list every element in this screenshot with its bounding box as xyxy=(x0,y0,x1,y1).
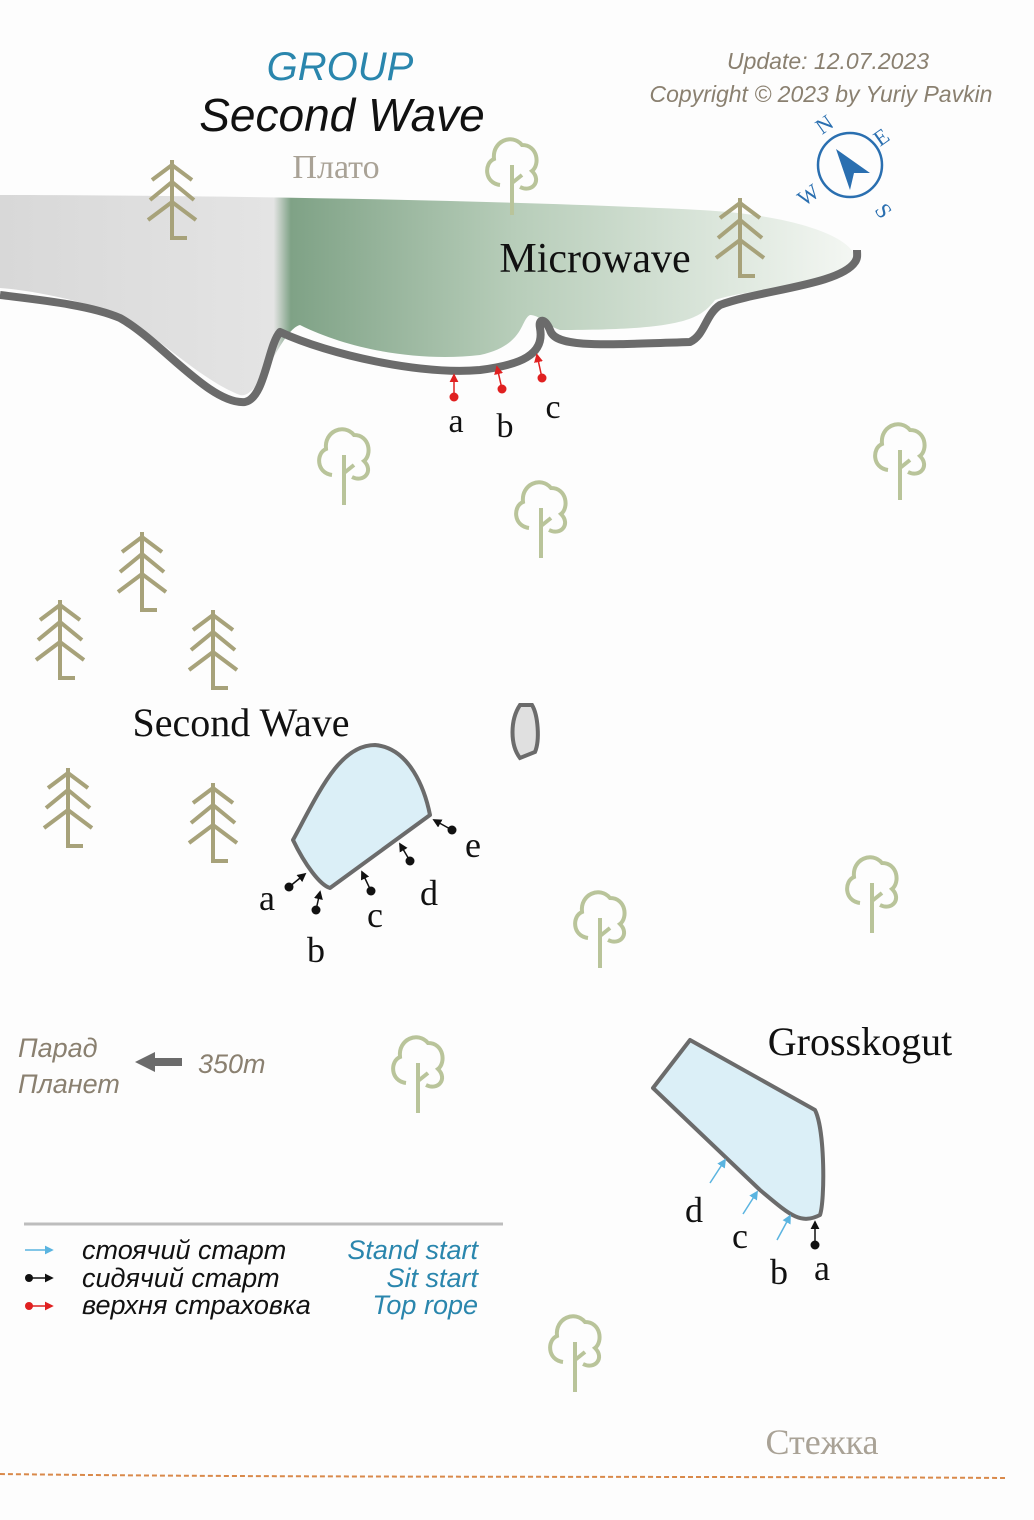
conifer-tree-icon xyxy=(34,600,86,680)
legend-stand-en: Stand start xyxy=(347,1235,479,1265)
problem-label: b xyxy=(497,408,514,445)
compass-n: N xyxy=(811,109,838,139)
deciduous-tree-icon xyxy=(548,1314,602,1392)
microwave-problem-a[interactable]: a xyxy=(448,373,464,440)
problem-label: d xyxy=(420,873,438,913)
deciduous-tree-icon xyxy=(391,1035,445,1113)
update-date: Update: 12.07.2023 xyxy=(727,48,929,74)
legend: стоячий старт сидячий старт верхня страх… xyxy=(24,1222,503,1320)
deciduous-tree-icon xyxy=(485,137,539,215)
problem-label: a xyxy=(259,878,275,918)
second-wave-problem-a[interactable]: a xyxy=(259,872,307,918)
deciduous-tree-icon xyxy=(573,890,627,968)
problem-label: a xyxy=(814,1248,830,1288)
problem-label: b xyxy=(770,1252,788,1292)
copyright: Copyright © 2023 by Yuriy Pavkin xyxy=(650,81,993,107)
conifer-tree-icon xyxy=(714,198,766,278)
microwave-problem-c[interactable]: c xyxy=(534,353,561,426)
legend-sit-en: Sit start xyxy=(386,1263,479,1293)
group-name: Second Wave xyxy=(199,89,485,141)
path-label: Стежка xyxy=(765,1422,878,1462)
problem-label: c xyxy=(732,1216,748,1256)
plateau-label: Плато xyxy=(292,149,379,186)
problem-label: b xyxy=(307,930,325,970)
compass-icon: N E S W xyxy=(793,109,898,222)
legend-stand-ua: стоячий старт xyxy=(82,1235,286,1265)
second-wave-boulder[interactable] xyxy=(291,743,432,890)
conifer-tree-icon xyxy=(116,532,168,612)
compass-e: E xyxy=(869,123,894,151)
deciduous-tree-icon xyxy=(317,427,371,505)
problem-label: d xyxy=(685,1190,703,1230)
second-wave-problem-d[interactable]: d xyxy=(399,842,438,913)
group-label: GROUP xyxy=(267,45,414,89)
problem-label: c xyxy=(545,389,560,426)
parade-label-2: Планет xyxy=(18,1069,120,1099)
compass-s: S xyxy=(870,199,898,223)
parade-distance: 350m xyxy=(198,1049,266,1079)
arrow-left-icon xyxy=(135,1052,182,1072)
grosskogut-problem-b[interactable]: b xyxy=(770,1214,791,1292)
problem-label: a xyxy=(448,403,463,440)
problem-label: c xyxy=(367,895,383,935)
grosskogut-problem-d[interactable]: d xyxy=(685,1158,726,1230)
second-wave-name: Second Wave xyxy=(132,700,349,745)
conifer-tree-icon xyxy=(187,783,239,863)
second-wave-problem-e[interactable]: e xyxy=(432,819,481,865)
grosskogut-problem-a[interactable]: a xyxy=(810,1220,831,1288)
grosskogut-boulder[interactable] xyxy=(651,1038,826,1221)
legend-top-ua: верхня страховка xyxy=(82,1290,311,1320)
legend-top-en: Top rope xyxy=(372,1290,478,1320)
problem-label: e xyxy=(465,825,481,865)
small-rock xyxy=(510,703,540,761)
microwave-name: Microwave xyxy=(499,236,690,282)
second-wave-problem-b[interactable]: b xyxy=(307,890,325,970)
grosskogut-name: Grosskogut xyxy=(768,1019,952,1064)
legend-sit-ua: сидячий старт xyxy=(82,1263,280,1293)
second-wave-problem-c[interactable]: c xyxy=(361,870,383,935)
sit-start-arrow-icon xyxy=(25,1273,54,1283)
parade-label-1: Парад xyxy=(18,1033,98,1063)
deciduous-tree-icon xyxy=(845,855,899,933)
microwave-problem-b[interactable]: b xyxy=(494,365,514,445)
conifer-tree-icon xyxy=(146,160,198,240)
top-rope-arrow-icon xyxy=(25,1301,54,1311)
microwave-cliff xyxy=(0,195,862,407)
conifer-tree-icon xyxy=(42,768,94,848)
deciduous-tree-icon xyxy=(514,480,568,558)
compass-w: W xyxy=(793,179,825,212)
conifer-tree-icon xyxy=(187,610,239,690)
trail-line xyxy=(0,1473,1007,1479)
deciduous-tree-icon xyxy=(873,422,927,500)
grosskogut-problem-c[interactable]: c xyxy=(732,1190,758,1256)
